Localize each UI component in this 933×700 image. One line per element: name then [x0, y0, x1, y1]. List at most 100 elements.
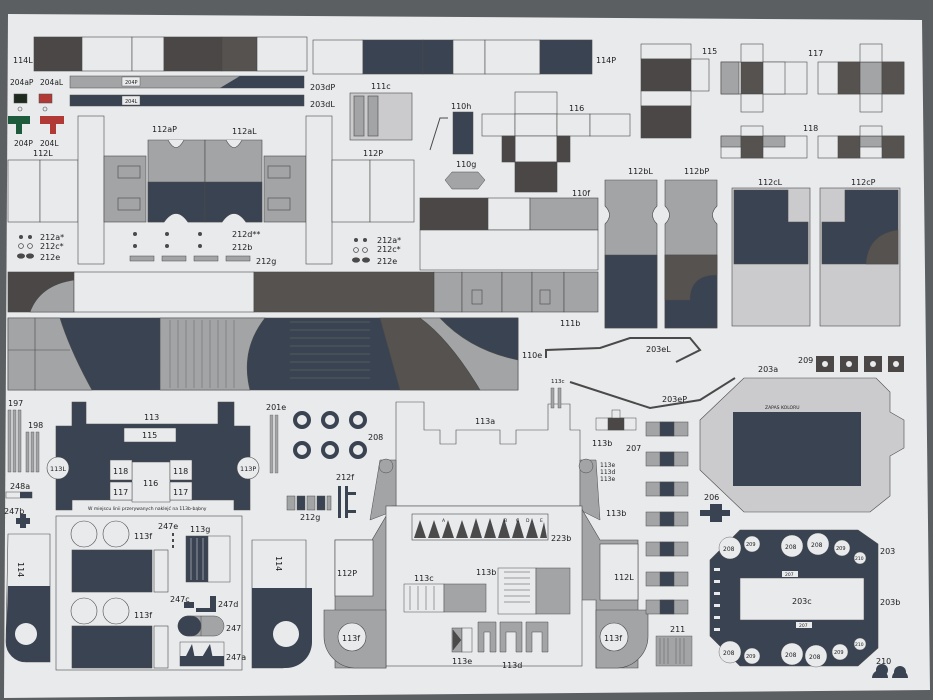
label-212g-1: 212g: [256, 257, 276, 266]
label-112aP: 112aP: [152, 125, 177, 134]
part-203dL-strip: 204L: [69, 94, 305, 107]
label-247a: 247a: [226, 653, 246, 662]
part-116-net: [481, 91, 631, 193]
label-113f-4: 113f: [604, 634, 622, 643]
part-113P-disc: [236, 456, 260, 480]
part-247a: [179, 641, 225, 667]
label-118-a: 118: [113, 467, 128, 476]
label-247d: 247d: [218, 600, 238, 609]
label-211: 211: [670, 625, 685, 634]
part-113e: [451, 627, 473, 653]
edge-ticks: [714, 568, 720, 631]
part-112cP: [819, 187, 901, 327]
part-113f-left-disc: [337, 622, 367, 652]
part-210-discs: [853, 551, 867, 651]
part-112bP: [664, 179, 718, 329]
part-113b-lower: [497, 567, 571, 615]
notice-text: W miejscu linii przerywanych naklejć na …: [88, 505, 207, 512]
label-113d-r: 113d: [600, 469, 615, 476]
part-110h: [452, 111, 474, 155]
part-111c: [349, 92, 413, 141]
hinge-circle: [578, 458, 594, 474]
part-112L-lower: [599, 543, 639, 601]
label-247e: 247e: [158, 522, 178, 531]
label-203eL: 203eL: [646, 345, 671, 354]
label-110g: 110g: [456, 160, 476, 169]
part-198: [25, 431, 40, 473]
label-113b-1: 113b: [592, 439, 612, 448]
label-203c: 203c: [792, 597, 812, 606]
label-113f-1: 113f: [134, 532, 152, 541]
part-112bL: [604, 179, 658, 329]
label-210: 210: [876, 657, 891, 666]
part-118-a: [109, 459, 133, 481]
label-212b: 212b: [232, 243, 252, 252]
label-111c: 111c: [371, 82, 391, 91]
label-E: E: [540, 518, 543, 524]
part-110g: [444, 171, 486, 190]
label-114L: 114L: [13, 56, 33, 65]
label-207-tab: 207: [785, 572, 794, 578]
part-212f: [338, 486, 356, 518]
rivet-dot: [42, 106, 48, 112]
part-113d: [477, 621, 549, 653]
label-204aL: 204aL: [40, 78, 64, 87]
label-117-a: 117: [113, 488, 128, 497]
part-201e: [269, 414, 279, 474]
tab-204L: 204L: [125, 99, 138, 105]
label-112bL: 112bL: [628, 167, 653, 176]
label-208-a: 208: [723, 546, 735, 553]
label-212d: 212d**: [232, 230, 260, 239]
label-212e-1: 212e: [40, 253, 60, 262]
label-114P: 114P: [596, 56, 616, 65]
part-115-net: [640, 43, 710, 139]
markers-212-right: [352, 238, 370, 263]
part-114L-strip: [33, 36, 308, 72]
label-C: C: [516, 518, 519, 524]
label-116-lower: 116: [143, 479, 158, 488]
label-113a: 113a: [475, 417, 495, 426]
label-114-left: 114: [16, 562, 25, 577]
label-B: B: [504, 518, 507, 524]
label-212a-2: 212a*: [377, 236, 401, 245]
label-113e: 113e: [452, 657, 472, 666]
part-204aL: [38, 93, 53, 104]
label-118: 118: [803, 124, 818, 133]
part-113c: [403, 583, 487, 613]
label-197: 197: [8, 399, 23, 408]
label-117: 117: [808, 49, 823, 58]
label-117-b: 117: [173, 488, 188, 497]
label-115-lower: 115: [142, 431, 157, 440]
label-247: 247: [226, 624, 241, 633]
label-111b: 111b: [560, 319, 580, 328]
part-113g: [185, 535, 231, 583]
part-203a-panel: [733, 412, 861, 486]
part-204L: [40, 116, 64, 134]
part-247d: [196, 596, 216, 612]
part-207-tab: [796, 622, 812, 628]
part-209-set: [816, 356, 904, 372]
label-209-b: 209: [836, 546, 846, 552]
label-212f: 212f: [336, 473, 354, 482]
label-113P: 113P: [240, 465, 256, 473]
label-112P-lower: 112P: [337, 569, 357, 578]
label-113b-2: 113b: [606, 509, 626, 518]
part-117-net: [720, 43, 905, 113]
part-212g: [286, 495, 332, 511]
label-223b: 223b: [551, 534, 571, 543]
label-204L: 204L: [40, 139, 59, 148]
part-113a-flank-right: [579, 459, 601, 521]
label-212c-1: 212c*: [40, 242, 64, 251]
part-112aP: [147, 139, 206, 223]
label-112P: 112P: [363, 149, 383, 158]
label-110e: 110e: [522, 351, 542, 360]
part-115-lower: [123, 427, 177, 443]
label-118-b: 118: [173, 467, 188, 476]
markers-212-middle: [129, 232, 251, 262]
part-112L: [7, 115, 147, 265]
label-212g-2: 212g: [300, 513, 320, 522]
label-113c: 113c: [414, 574, 434, 583]
label-113f-3: 113f: [342, 634, 360, 643]
label-204aP: 204aP: [10, 78, 34, 87]
label-114-right: 114: [274, 556, 283, 571]
